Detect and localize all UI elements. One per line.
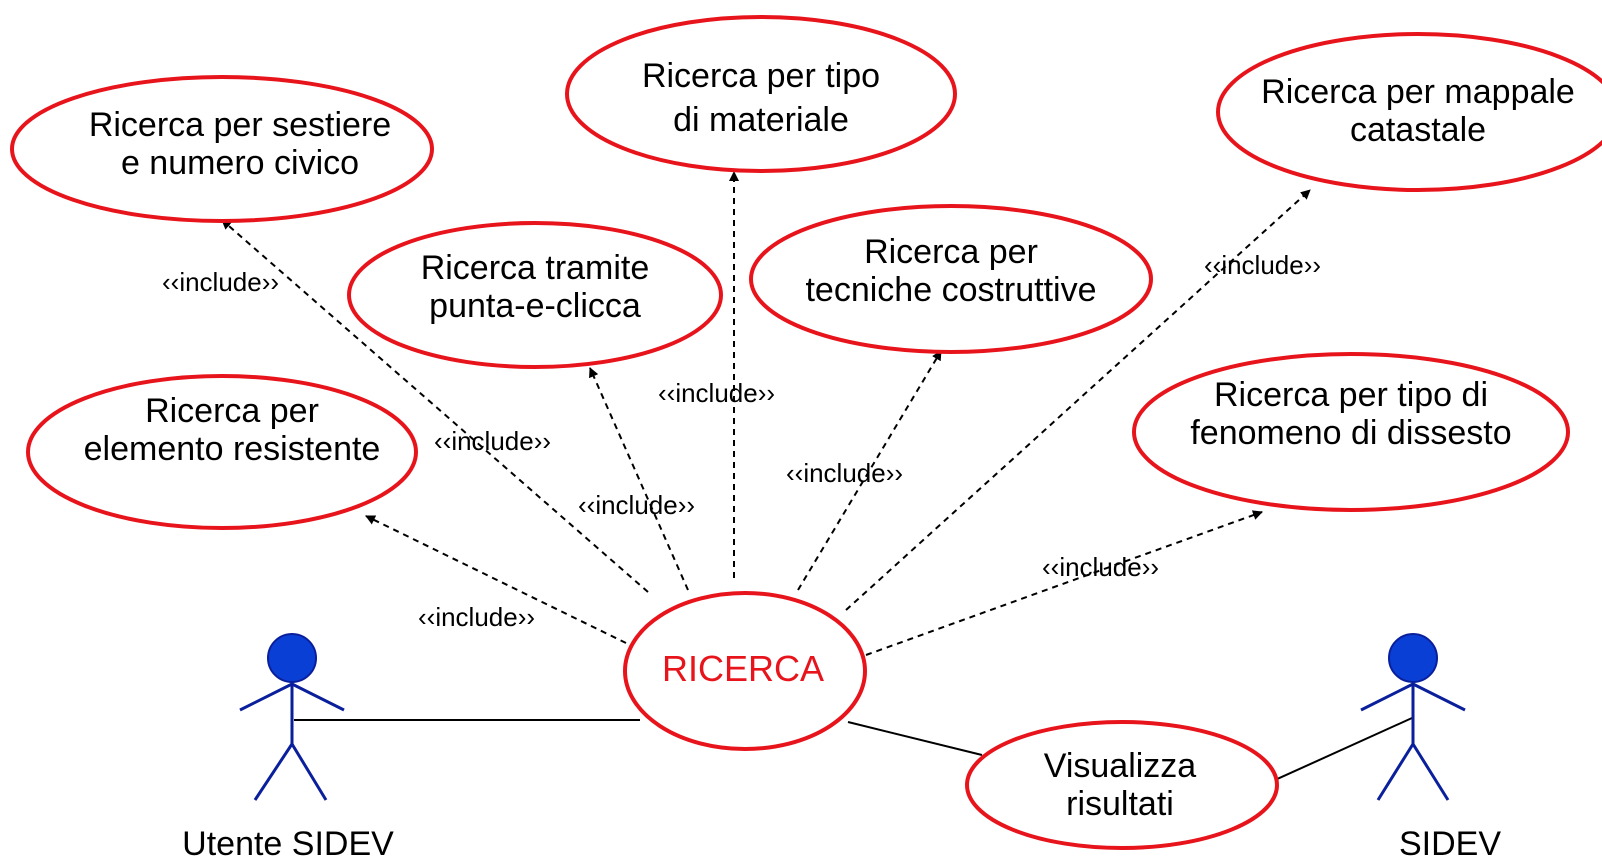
actor-label-sidev: SIDEV — [1399, 825, 1501, 859]
use-case-label: elemento resistente — [84, 430, 381, 468]
actor-leg — [1411, 743, 1450, 801]
actor-arms — [291, 682, 345, 712]
actor-head — [267, 633, 317, 683]
include-line-mappale — [845, 189, 1311, 611]
include-label: ‹‹include›› — [418, 602, 535, 632]
include-label: ‹‹include›› — [1204, 250, 1321, 280]
include-line-punta — [589, 367, 689, 591]
include-label: ‹‹include›› — [434, 426, 551, 456]
use-case-punta[interactable] — [347, 221, 723, 369]
central-use-case-label: RICERCA — [662, 648, 824, 689]
use-case-sestiere[interactable] — [10, 75, 434, 223]
include-line-elemento — [365, 515, 627, 644]
include-label: ‹‹include›› — [578, 490, 695, 520]
association-lines — [294, 717, 1413, 786]
include-lines — [221, 171, 1311, 656]
use-case-label: Ricerca per tipo di — [1214, 376, 1488, 414]
use-case-materiale[interactable] — [565, 15, 957, 173]
association-visualizza-sidev — [1263, 717, 1413, 786]
actor-head — [1388, 633, 1438, 683]
use-case-label: catastale — [1350, 111, 1486, 149]
use-case-label: di materiale — [673, 101, 849, 139]
use-case-label: Ricerca tramite — [421, 249, 650, 287]
actor-arms — [1360, 682, 1414, 712]
include-line-fenomeno — [865, 510, 1263, 656]
include-label: ‹‹include›› — [1042, 552, 1159, 582]
actor-arms — [239, 682, 293, 712]
use-case-label: Ricerca per tipo — [642, 57, 880, 95]
include-label: ‹‹include›› — [162, 267, 279, 297]
use-case-mappale[interactable] — [1216, 32, 1602, 192]
use-case-label: fenomeno di dissesto — [1190, 414, 1511, 452]
actor-leg — [1376, 743, 1415, 801]
use-case-label: e numero civico — [121, 144, 359, 182]
use-case-label: Ricerca per — [864, 233, 1038, 271]
actor-arms — [1412, 682, 1466, 712]
include-label: ‹‹include›› — [658, 378, 775, 408]
actor-utente-sidev[interactable] — [239, 633, 345, 801]
association-ricerca-visualizza — [847, 721, 983, 756]
use-case-visualizza[interactable] — [965, 720, 1279, 850]
include-labels: ‹‹include›› ‹‹include›› ‹‹include›› ‹‹in… — [162, 250, 1321, 632]
actor-label-utente: Utente SIDEV — [182, 825, 394, 859]
use-case-label: risultati — [1066, 785, 1174, 823]
use-case-label: Ricerca per sestiere — [89, 106, 391, 144]
use-case-label: tecniche costruttive — [805, 271, 1096, 309]
use-cases — [10, 15, 1602, 850]
use-case-label: Visualizza — [1044, 747, 1197, 785]
actor-leg — [253, 743, 294, 801]
use-case-fenomeno[interactable] — [1132, 352, 1570, 512]
actor-sidev[interactable] — [1360, 633, 1466, 801]
use-case-label: Ricerca per — [145, 392, 319, 430]
use-case-label: Ricerca per mappale — [1261, 73, 1575, 111]
use-case-elemento[interactable] — [26, 374, 418, 530]
use-case-tecniche[interactable] — [749, 204, 1153, 354]
include-line-tecniche — [797, 350, 942, 591]
use-case-label: punta-e-clicca — [429, 287, 641, 325]
use-case-labels: Ricerca per sestiere e numero civico Ric… — [84, 57, 1575, 823]
actor-leg — [290, 743, 328, 801]
use-case-ricerca[interactable] — [623, 591, 867, 751]
include-label: ‹‹include›› — [786, 458, 903, 488]
